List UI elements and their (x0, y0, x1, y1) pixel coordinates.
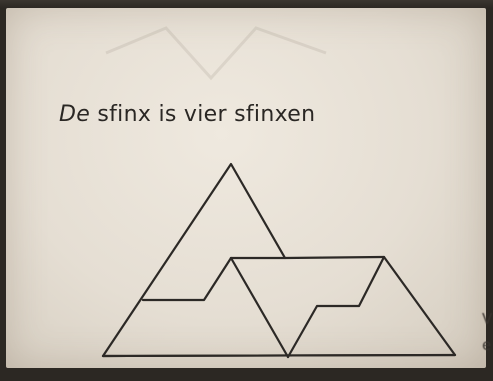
left-piece-line (141, 256, 287, 302)
outer-outline (101, 162, 457, 358)
base-line (101, 353, 457, 358)
heading-rest: sfinx is vier sfinxen (97, 102, 316, 127)
cut-off-text: V e (482, 306, 492, 358)
page-heading: De sfinx is vier sfinxen (59, 102, 315, 127)
book-page: De sfinx is vier sfinxen V e (6, 8, 492, 368)
show-through-shape (105, 26, 327, 81)
cut-off-line-1: V (482, 310, 493, 328)
sphinx-figure (101, 162, 457, 359)
right-piece-line (286, 255, 386, 359)
heading-first-word: De (59, 102, 91, 127)
diagonal-to-base (229, 256, 290, 359)
cut-off-line-2: e (482, 336, 492, 354)
